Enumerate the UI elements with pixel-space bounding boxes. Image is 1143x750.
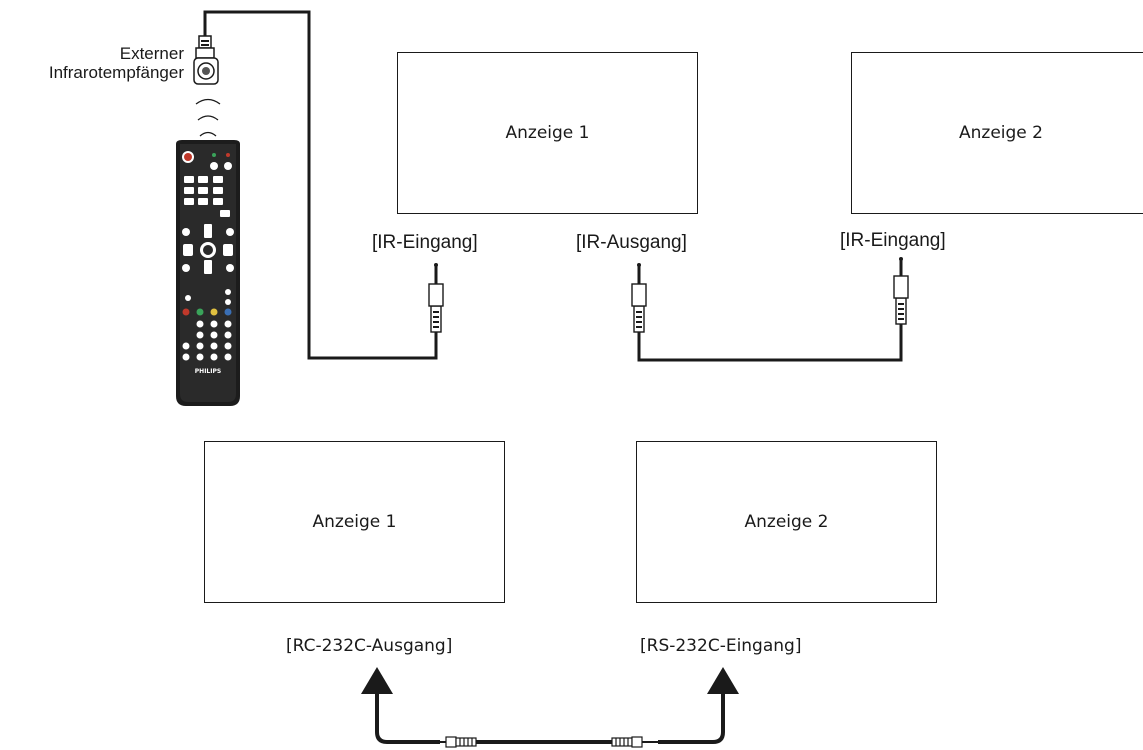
ir-in-jack-2 (893, 257, 909, 325)
display-2-rs232-label: Anzeige 2 (744, 512, 829, 532)
ir-in-label-2: [IR-Eingang] (840, 230, 946, 251)
display-2-ir: Anzeige 2 (851, 52, 1143, 214)
receiver-plug (195, 35, 215, 59)
rs232-in-arrow (707, 667, 739, 694)
display-1-rs232: Anzeige 1 (204, 441, 505, 603)
rs232-cable-left (375, 694, 440, 744)
external-ir-receiver-label: Externer Infrarotempfänger (4, 44, 184, 82)
ir-link-cable (637, 322, 903, 362)
receiver-cable (203, 10, 438, 360)
rc232-out-label: [RC-232C-Ausgang] (286, 636, 453, 656)
rs232-plug-right (611, 736, 662, 748)
ir-signal-icon (195, 98, 221, 137)
ir-in-label-1: [IR-Eingang] (372, 232, 478, 253)
remote-brand-label: PHILIPS (195, 368, 221, 375)
display-2-ir-label: Anzeige 2 (959, 123, 1043, 143)
ir-in-jack-1 (428, 263, 444, 335)
rc232-out-arrow (361, 667, 393, 694)
rs232-in-label: [RS-232C-Eingang] (640, 636, 802, 656)
display-1-ir: Anzeige 1 (397, 52, 698, 214)
display-1-ir-label: Anzeige 1 (505, 123, 590, 143)
ir-out-jack (631, 263, 647, 333)
ir-receiver-icon (193, 57, 219, 85)
receiver-label-line-1: Externer (119, 44, 184, 63)
display-1-rs232-label: Anzeige 1 (312, 512, 397, 532)
rs232-cable-right (658, 694, 725, 744)
ir-out-label: [IR-Ausgang] (576, 232, 687, 253)
rs232-plug-left (440, 736, 477, 748)
receiver-label-line-2: Infrarotempfänger (48, 63, 184, 82)
display-2-rs232: Anzeige 2 (636, 441, 937, 603)
remote-control-icon: PHILIPS (176, 140, 240, 406)
